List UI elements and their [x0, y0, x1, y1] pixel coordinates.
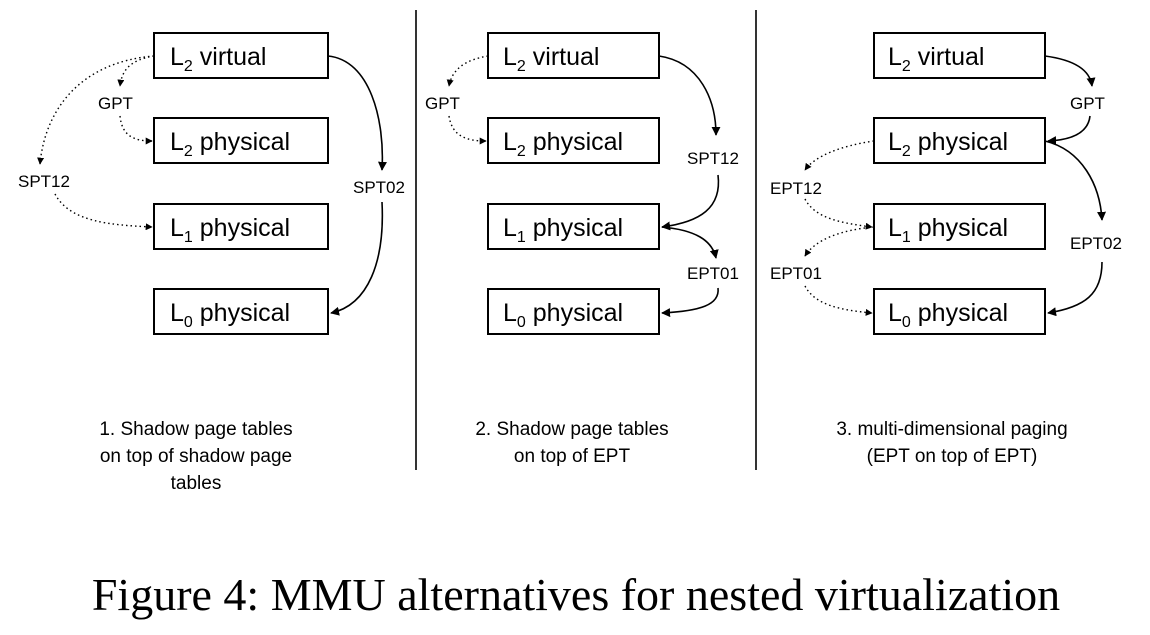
box-l0-physical [873, 288, 1046, 335]
arrow-spt12-lower [54, 193, 153, 231]
box-l2-virtual [153, 32, 329, 79]
box-l1-physical [873, 203, 1046, 250]
box-label: L1 physical [503, 214, 623, 246]
edge-label-ept02: EPT02 [1070, 234, 1122, 253]
box-l2-physical [873, 117, 1046, 164]
arrow-ept12-lower [804, 198, 873, 230]
arrow-ept01-lower [661, 287, 719, 318]
arrow-spt02-upper [327, 55, 387, 171]
box-label: L2 physical [170, 128, 290, 160]
arrow-gpt-upper [117, 55, 155, 87]
box-label: L2 virtual [503, 43, 599, 75]
arrow-gpt-upper [446, 55, 489, 87]
box-label: L0 physical [503, 299, 623, 331]
box-label: L2 physical [503, 128, 623, 160]
box-l1-physical [487, 203, 660, 250]
box-label: L2 physical [888, 128, 1008, 160]
panel-caption-line: 2. Shadow page tables [475, 419, 668, 440]
panel-caption-line: 1. Shadow page tables [99, 419, 292, 440]
panel-3: L2 virtual L2 physical L1 physical L0 ph… [770, 32, 1122, 467]
panel-caption-line: on top of shadow page [100, 446, 292, 467]
arrow-ept01-upper [661, 226, 719, 259]
edge-label-ept01: EPT01 [687, 264, 739, 283]
arrow-ept02-upper [1044, 140, 1107, 221]
box-l2-virtual [873, 32, 1046, 79]
panel-caption-line: (EPT on top of EPT) [867, 446, 1038, 467]
panel-caption-line: 3. multi-dimensional paging [836, 419, 1067, 440]
arrow-gpt-lower [119, 115, 153, 145]
arrow-gpt-upper [1044, 55, 1096, 87]
edge-label-gpt: GPT [1070, 94, 1105, 113]
panel-2: L2 virtual L2 physical L1 physical L0 ph… [425, 32, 739, 467]
box-label: L0 physical [888, 299, 1008, 331]
arrow-spt02-lower [330, 201, 384, 316]
box-label: L1 physical [170, 214, 290, 246]
edge-label-ept01: EPT01 [770, 264, 822, 283]
figure-caption: Figure 4: MMU alternatives for nested vi… [92, 569, 1060, 620]
box-l2-virtual [487, 32, 660, 79]
edge-label-ept12: EPT12 [770, 179, 822, 198]
arrow-ept02-lower [1047, 261, 1103, 317]
arrow-gpt-lower [1047, 115, 1091, 146]
box-l2-physical [487, 117, 660, 164]
arrow-spt12-upper [37, 55, 155, 165]
arrow-ept01-upper [804, 226, 875, 257]
edge-label-spt02: SPT02 [353, 178, 405, 197]
box-label: L1 physical [888, 214, 1008, 246]
arrow-ept01-lower [804, 285, 873, 316]
panel-caption-line: on top of EPT [514, 446, 631, 467]
edge-label-gpt: GPT [425, 94, 460, 113]
box-l0-physical [153, 288, 329, 335]
box-l1-physical [153, 203, 329, 250]
arrow-gpt-lower [448, 115, 487, 145]
edge-label-gpt: GPT [98, 94, 133, 113]
arrow-ept12-upper [804, 140, 875, 171]
box-label: L2 virtual [888, 43, 984, 75]
arrow-spt12-upper [658, 55, 721, 136]
box-l0-physical [487, 288, 660, 335]
panel-1: L2 virtual L2 physical L1 physical L0 ph… [18, 32, 405, 494]
edge-label-spt12: SPT12 [687, 149, 739, 168]
box-l2-physical [153, 117, 329, 164]
edge-label-spt12: SPT12 [18, 172, 70, 191]
panel-caption-line: tables [171, 473, 222, 494]
box-label: L2 virtual [170, 43, 266, 75]
box-label: L0 physical [170, 299, 290, 331]
arrow-spt12-lower [661, 174, 720, 231]
